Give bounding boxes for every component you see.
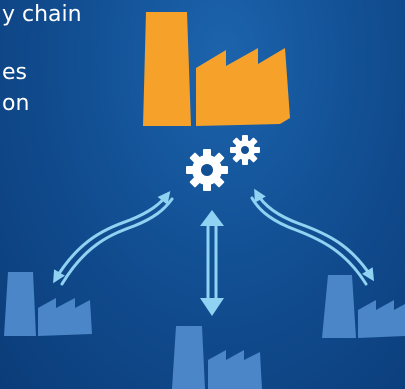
bidirectional-arrow-right xyxy=(250,188,375,286)
text-line-1: y chain xyxy=(2,2,82,27)
bidirectional-arrow-center xyxy=(200,210,224,316)
factory-supplier-icon-bottom xyxy=(172,326,262,389)
bidirectional-arrow-left xyxy=(53,191,174,286)
text-line-3: on xyxy=(2,91,30,116)
gears-icon xyxy=(186,135,260,191)
factory-supplier-icon-left xyxy=(4,272,92,336)
factory-main-icon xyxy=(143,12,290,126)
text-line-2: es xyxy=(2,60,27,85)
factory-supplier-icon-right xyxy=(322,275,405,338)
